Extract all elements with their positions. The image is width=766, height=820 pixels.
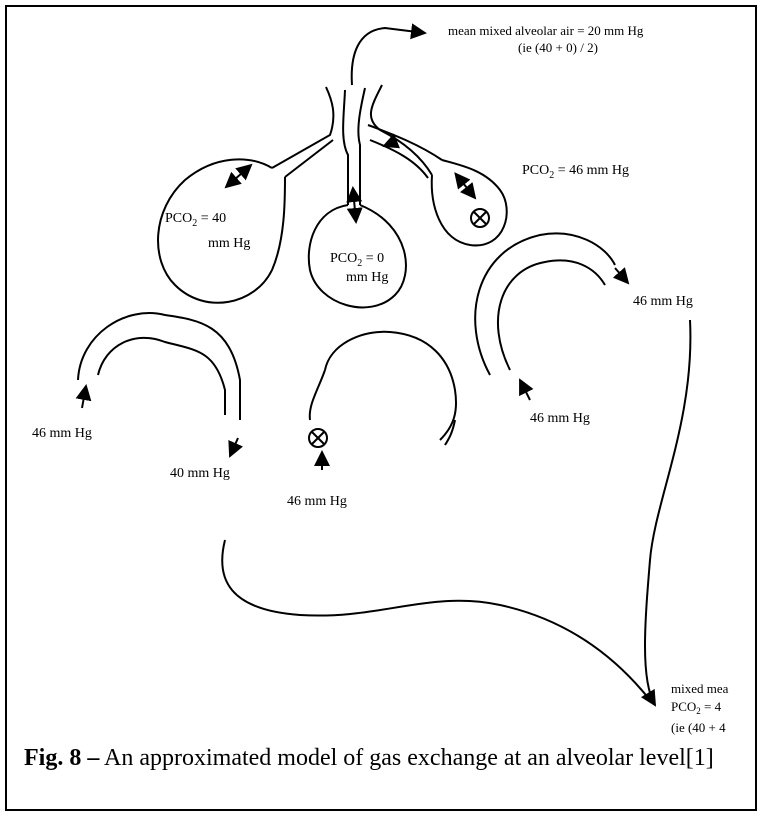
mixed-label-line2: PCO2 = 4 [671,699,722,716]
diffusion-arrow-alv1 [226,173,242,187]
figure-caption: Fig. 8 – An approximated model of gas ex… [24,743,744,773]
flow-arrow-cap3-in [520,380,530,400]
cap2-in-label: 46 mm Hg [287,494,347,509]
capillary-center [325,332,456,440]
caption-fig-label: Fig. 8 – [24,745,99,771]
flow-arrow-cap1-out [230,438,238,456]
exhale-arrow [352,28,425,85]
mixed-label-line1: mixed mea [671,681,729,696]
alveolus-center [309,205,406,307]
alv1-pco2-label: PCO2 = 40 [165,211,226,229]
return-curve-right [645,320,690,705]
airway-branch-right-outer [368,125,442,160]
airway-center-wall-left [343,90,348,205]
diffusion-arrow-alv3 [463,183,475,198]
caption-text: An approximated model of gas exchange at… [99,745,713,771]
alv2-pco2-label: PCO2 = 0 [330,251,384,269]
capillary-right-inner [498,260,605,370]
airway-left-wall [272,87,333,168]
airway-branch-left-lower [285,140,333,177]
alv2-unit-label: mm Hg [346,270,388,285]
cap3-in-label: 46 mm Hg [530,411,590,426]
flow-arrow-cap1-in [82,386,86,408]
blocked-capillary-icon [309,429,327,447]
mean-air-label-line2: (ie (40 + 0) / 2) [518,40,598,55]
alv1-unit-label: mm Hg [208,236,250,251]
diffusion-arrow-alv2 [354,200,356,222]
capillary-center-left-stub [310,370,325,420]
cap3-out-label: 46 mm Hg [633,294,693,309]
alveolus-right [432,160,507,245]
flow-arrow-cap3-out [615,268,628,283]
mixed-label-line3: (ie (40 + 4 [671,720,726,735]
flow-arrow-airway [384,142,394,146]
mean-air-label-line1: mean mixed alveolar air = 20 mm Hg [448,23,644,38]
capillary-left-inner [98,338,225,415]
blocked-alveolus-icon [471,209,489,227]
capillary-right-outer [475,233,615,375]
alveolus-left [158,159,285,302]
return-curve-left [222,540,650,700]
alv3-pco2-label: PCO2 = 46 mm Hg [522,163,629,181]
airway-center-wall-right [358,88,365,205]
cap1-in-label: 46 mm Hg [32,426,92,441]
cap1-out-label: 40 mm Hg [170,466,230,481]
